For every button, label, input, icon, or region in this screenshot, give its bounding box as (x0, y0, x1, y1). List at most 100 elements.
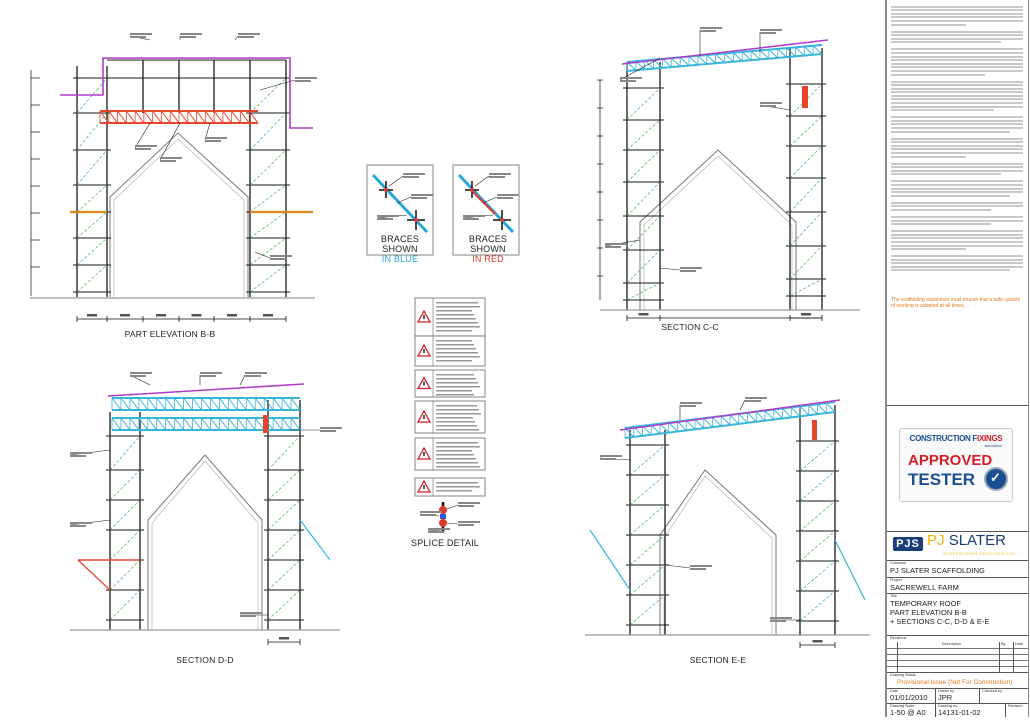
note-line (891, 87, 1023, 90)
truss-diagonal (724, 53, 734, 63)
notice-text-line (436, 466, 480, 468)
note-line (891, 269, 1010, 272)
callout-text (620, 77, 642, 79)
coupler (500, 218, 504, 222)
truss-diagonal (703, 417, 713, 428)
callout-text (680, 402, 702, 404)
brace (249, 237, 287, 266)
note-line (891, 19, 1023, 22)
exclamation-mark (423, 315, 425, 319)
warning-notice-3 (414, 369, 486, 398)
truss-diagonal (210, 397, 220, 411)
truss-diagonal (129, 417, 140, 431)
callout-text (295, 80, 311, 82)
callout-text (690, 568, 706, 570)
dimension-label (279, 637, 289, 640)
callout-text (600, 458, 616, 460)
truss-diagonal (799, 405, 810, 416)
note-line (891, 144, 1023, 147)
truss-diagonal (817, 403, 827, 414)
note-line (891, 244, 1023, 247)
truss-diagonal (738, 413, 748, 424)
drawn-value: JPR (938, 693, 953, 702)
truss-diagonal (688, 56, 699, 66)
truss-diagonal (161, 110, 171, 124)
truss-diagonal (192, 417, 202, 431)
coupler (470, 188, 474, 192)
note-line (891, 84, 1023, 87)
callout-text (463, 218, 479, 220)
truss-diagonal (210, 417, 220, 431)
note-line (891, 187, 1023, 190)
section-cc (597, 27, 860, 321)
note-line (891, 34, 1023, 37)
truss-diagonal (174, 417, 185, 431)
note-line (891, 152, 1023, 154)
truss-diagonal (120, 417, 131, 431)
exclamation-mark (423, 349, 425, 353)
brace (789, 245, 823, 280)
notice-text-line (436, 356, 480, 358)
check-badge-icon (984, 467, 1008, 491)
callout-text (605, 246, 621, 248)
truss-diagonal (219, 397, 229, 411)
notice-text-line (436, 409, 479, 411)
brace (789, 145, 823, 179)
dimension-label (87, 314, 97, 317)
callout-text (200, 375, 216, 377)
approved-text: APPROVED (908, 452, 993, 469)
callout-text (745, 400, 761, 402)
roof-sheeting-line (60, 57, 313, 129)
braces-blue-caption: BRACES SHOWN IN BLUE (367, 234, 433, 264)
truss-diagonal (764, 410, 775, 420)
truss-diagonal (120, 397, 131, 411)
roof-sheeting-line (619, 399, 841, 431)
warning-notice-2 (414, 335, 486, 367)
section-ee (585, 397, 870, 648)
rev-header-date: Date (1015, 642, 1024, 646)
note-line (891, 191, 1023, 194)
brace-tube (457, 173, 515, 234)
note-line (891, 9, 1023, 12)
callout-text (760, 102, 782, 104)
callout-text (320, 427, 342, 429)
note-line (891, 255, 1023, 258)
note-line (891, 208, 992, 211)
notice-text-line (436, 348, 476, 350)
notice-text-line (436, 344, 474, 346)
note-line (891, 248, 967, 251)
callout-leader (396, 196, 412, 204)
title-section-dd: SECTION D-D (176, 655, 234, 665)
brace (249, 264, 287, 293)
truss-diagonal (679, 56, 690, 66)
truss-diagonal (812, 45, 823, 55)
notice-text-line (436, 382, 478, 384)
company-mark: PJS (893, 537, 923, 551)
callout-text (428, 531, 444, 533)
callout-text (700, 30, 716, 32)
red-brace (77, 559, 111, 591)
callout-text (135, 148, 151, 150)
title-line-3: + SECTIONS C-C, D-D & E-E (890, 617, 990, 626)
note-line (891, 173, 1001, 176)
building-outline (147, 454, 263, 630)
notice-text-line (436, 340, 472, 342)
note-line (891, 148, 1023, 151)
notice-text-line (436, 378, 476, 380)
notice-text-line (436, 374, 474, 376)
coupler (414, 218, 418, 222)
note-line (891, 141, 1023, 144)
title-line-2: PART ELEVATION B-B (890, 608, 967, 617)
coupler-bottom (439, 519, 447, 527)
number-label: Drawing no. (938, 704, 959, 708)
callout-text (403, 176, 419, 178)
callout-leader (134, 122, 151, 149)
note-line (891, 16, 1023, 19)
building-outline (109, 132, 249, 297)
callout-text (160, 160, 176, 162)
number-value: 14131-01-02 (938, 708, 981, 717)
note-line (891, 215, 1023, 218)
brace (629, 594, 666, 626)
truss-diagonal (111, 417, 122, 431)
truss-diagonal (786, 47, 796, 57)
